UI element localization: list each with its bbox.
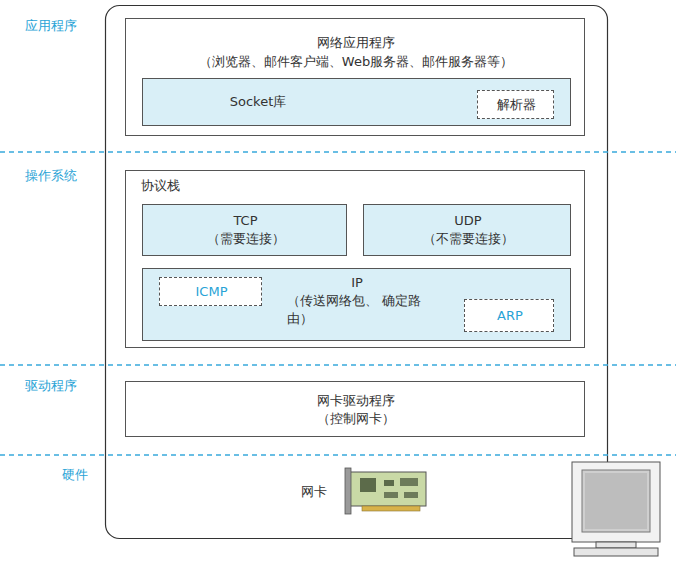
- box-text: （需要连接）: [143, 230, 348, 248]
- part-label: 网卡: [301, 483, 327, 501]
- box-text: 网络应用程序: [126, 34, 586, 52]
- box-text: Socket库: [203, 93, 313, 111]
- application-box: 网络应用程序（浏览器、邮件客户端、Web服务器、邮件服务器等） Socket库 解析…: [125, 18, 585, 136]
- socket-library-box: Socket库 解析器: [142, 78, 571, 126]
- protocol-stack-box: 协议栈 TCP（需要连接） UDP（不需要连接） IP（传送网络包、 确定路由） ICM…: [125, 170, 585, 348]
- ip-box: IP（传送网络包、 确定路由） ICMP ARP: [142, 268, 571, 341]
- box-text: （不需要连接）: [364, 230, 572, 248]
- resolver-box: 解析器: [477, 90, 554, 119]
- nic-driver-box: 网卡驱动程序（控制网卡）: [125, 381, 585, 437]
- box-text: IP: [277, 274, 437, 292]
- box-text: UDP: [364, 212, 572, 230]
- box-text: （浏览器、邮件客户端、Web服务器、邮件服务器等）: [126, 53, 586, 71]
- box-text: 网卡驱动程序: [126, 392, 586, 410]
- computer-illustration: [572, 462, 660, 556]
- layer-label: 硬件: [62, 466, 88, 484]
- box-text: 解析器: [478, 96, 555, 114]
- layer-label: 操作系统: [25, 167, 77, 185]
- layer-label: 应用程序: [25, 17, 77, 35]
- tcp-box: TCP（需要连接）: [142, 204, 347, 256]
- layer-divider: [0, 152, 676, 455]
- box-text: （控制网卡）: [126, 410, 586, 428]
- layer-label: 驱动程序: [25, 377, 77, 395]
- nic-illustration: [345, 468, 426, 514]
- icmp-box: ICMP: [159, 277, 262, 306]
- box-text: （传送网络包、 确定路由）: [287, 292, 427, 328]
- arp-box: ARP: [464, 299, 554, 332]
- box-text: ICMP: [160, 283, 263, 301]
- system-outline: [106, 6, 608, 539]
- udp-box: UDP（不需要连接）: [363, 204, 571, 256]
- box-text: TCP: [143, 212, 348, 230]
- box-text: 协议栈: [141, 177, 221, 195]
- box-text: ARP: [465, 307, 555, 325]
